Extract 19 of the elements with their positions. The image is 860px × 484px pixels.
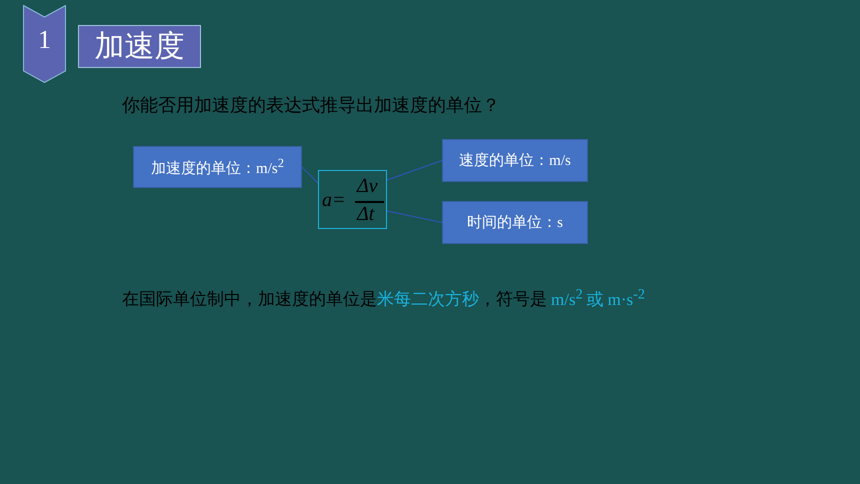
- unit-box: 时间的单位：s: [442, 201, 588, 244]
- unit-box: 速度的单位：m/s: [442, 139, 588, 182]
- title-box: 加速度: [78, 25, 201, 68]
- question-text: 你能否用加速度的表达式推导出加速度的单位？: [122, 94, 500, 117]
- chevron-badge: 1: [23, 5, 66, 83]
- leader-line: [302, 166, 318, 184]
- unit-symbol: m·s$^{-2}$: [608, 290, 645, 309]
- leader-line: [386, 160, 442, 181]
- numerator: Δv: [357, 175, 378, 198]
- denominator: Δt: [357, 203, 374, 226]
- leader-line: [386, 210, 442, 224]
- unit-box: 加速度的单位：m/s$^{2}$: [133, 146, 302, 188]
- formula-text: a=: [322, 189, 346, 212]
- highlighted-text: 米每二次方秒: [377, 290, 479, 310]
- formula-box: [318, 170, 387, 229]
- sentence-text: ，符号是: [479, 290, 547, 310]
- unit-symbol: m/s$^{2}$: [551, 290, 583, 309]
- connective-text: 或: [586, 290, 604, 310]
- sentence-text: 在国际单位制中，加速度的单位是: [122, 290, 377, 310]
